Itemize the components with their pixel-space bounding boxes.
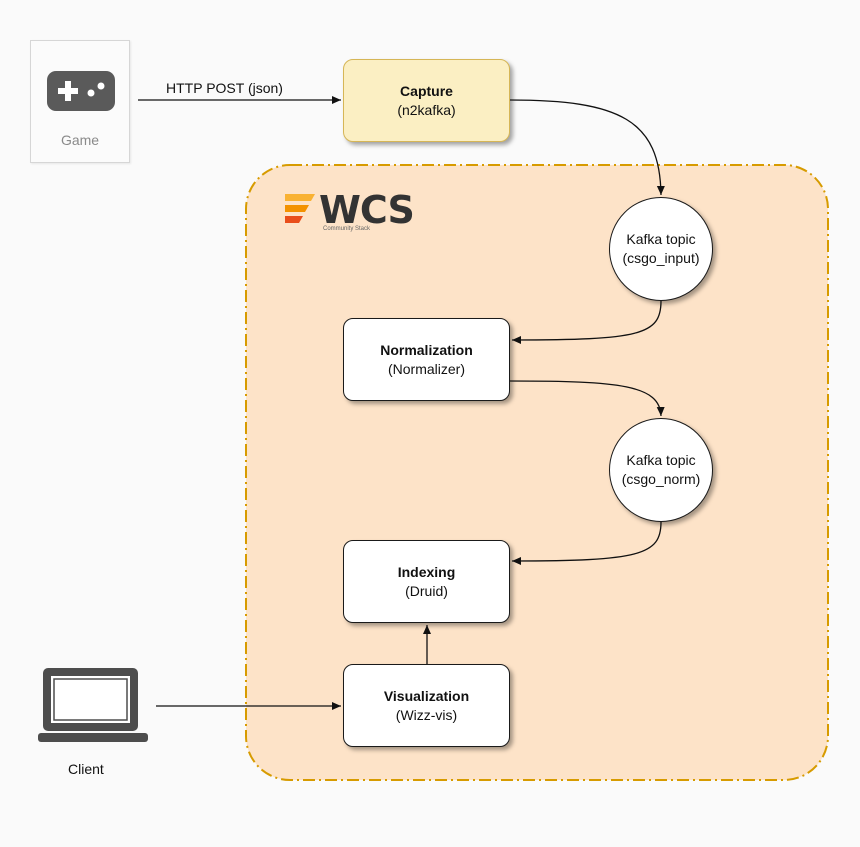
wcs-logo: WCS Community Stack [285, 190, 415, 240]
wcs-logo-text: WCS [319, 188, 415, 232]
normalization-subtitle: (Normalizer) [388, 361, 465, 377]
edge-normalization-kafka-norm [509, 380, 665, 417]
visualization-title: Visualization [383, 688, 470, 704]
capture-node: Capture (n2kafka) [343, 59, 510, 142]
capture-title: Capture [400, 83, 453, 99]
edge-kafka-norm-indexing [511, 521, 662, 565]
kafka-input-line1: Kafka topic [626, 231, 696, 247]
game-label: Game [60, 132, 100, 148]
edge-kafka-input-normalization [511, 300, 662, 344]
gamepad-icon [47, 71, 115, 111]
indexing-subtitle: (Druid) [405, 583, 448, 599]
capture-subtitle: (n2kafka) [397, 102, 456, 118]
normalization-node: Normalization (Normalizer) [343, 318, 510, 401]
visualization-subtitle: (Wizz-vis) [395, 707, 458, 723]
edge-capture-kafka-input [509, 99, 665, 196]
http-post-label: HTTP POST (json) [166, 80, 283, 96]
indexing-node: Indexing (Druid) [343, 540, 510, 623]
kafka-norm-line1: Kafka topic [626, 452, 696, 468]
indexing-title: Indexing [397, 564, 456, 580]
kafka-norm-line2: (csgo_norm) [621, 471, 701, 487]
wcs-logo-subtitle: Community Stack [323, 226, 371, 232]
kafka-topic-norm-node: Kafka topic (csgo_norm) [609, 418, 713, 522]
client-label: Client [68, 761, 104, 777]
kafka-input-line2: (csgo_input) [622, 250, 700, 266]
laptop-icon [38, 668, 148, 742]
normalization-title: Normalization [380, 342, 473, 358]
kafka-topic-input-node: Kafka topic (csgo_input) [609, 197, 713, 301]
wcs-stripes-icon [285, 194, 315, 223]
visualization-node: Visualization (Wizz-vis) [343, 664, 510, 747]
game-node: Game [30, 40, 130, 163]
